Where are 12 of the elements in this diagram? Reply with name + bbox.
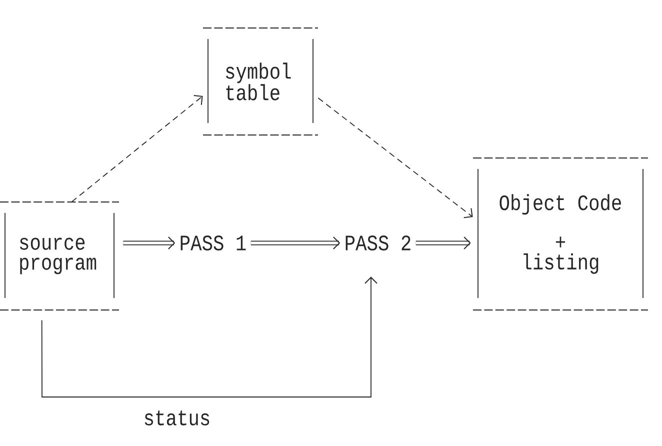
box: Object Code + listing xyxy=(472,158,648,310)
box: source program xyxy=(0,202,120,310)
arrow xyxy=(41,276,378,398)
step-label: PASS 1 xyxy=(180,236,246,250)
edge-label: status xyxy=(144,410,210,426)
arrow xyxy=(250,236,340,250)
arrow xyxy=(416,236,471,250)
arrow xyxy=(318,98,473,218)
step-label: PASS 2 xyxy=(346,236,410,250)
arrow xyxy=(71,95,203,202)
box: symbol table xyxy=(202,28,318,136)
arrow xyxy=(123,236,176,250)
